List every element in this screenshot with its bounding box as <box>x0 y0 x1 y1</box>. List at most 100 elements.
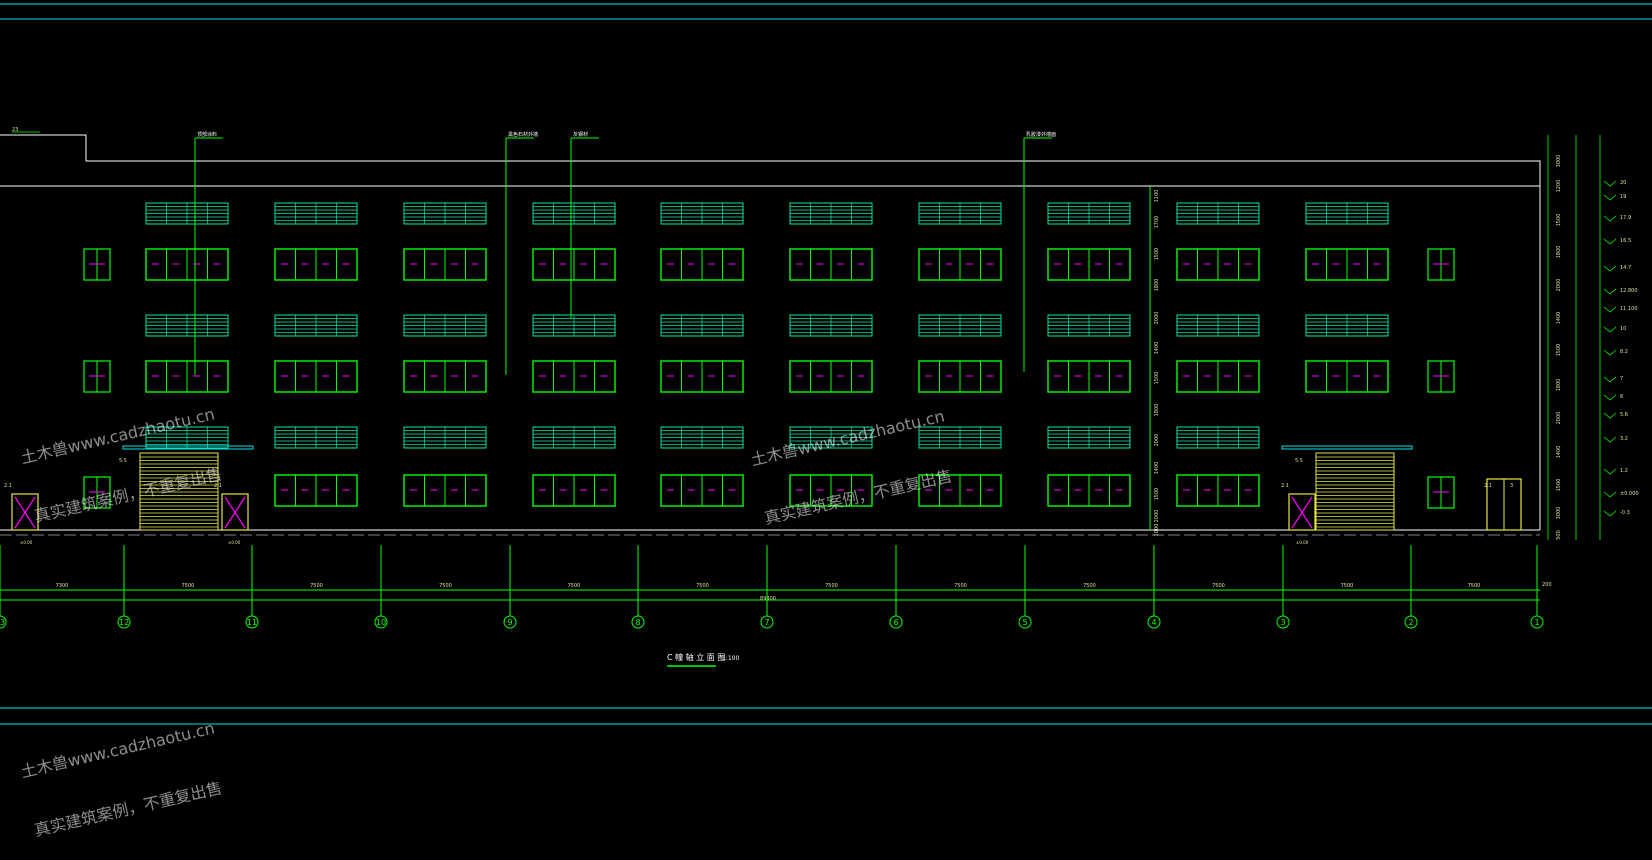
elevation-value: 16.5 <box>1620 238 1631 244</box>
door-frame <box>221 493 249 531</box>
axis-label: 9 <box>507 618 512 627</box>
vertical-dimension: 1500 <box>1556 479 1562 492</box>
side-dimension: 2000 <box>1154 510 1160 523</box>
side-window <box>83 248 111 281</box>
louver-panel <box>274 314 358 337</box>
door-swing <box>224 496 246 529</box>
side-dimension: 1100 <box>1154 190 1160 203</box>
vertical-dimension: 1400 <box>1556 312 1562 325</box>
axis-bubble <box>245 615 259 629</box>
window-unit <box>403 248 487 281</box>
axis-bubble <box>0 615 7 629</box>
louver-panel <box>1176 202 1260 225</box>
louver-panel <box>660 426 744 449</box>
vertical-dimension: 3000 <box>1556 507 1562 520</box>
axis-bubble <box>374 615 388 629</box>
axis-bubble <box>117 615 131 629</box>
vertical-dimension: 1800 <box>1556 379 1562 392</box>
window-unit <box>1176 360 1260 393</box>
axis-bubble <box>1530 615 1544 629</box>
vertical-dimension: 2000 <box>1556 412 1562 425</box>
axis-label: 11 <box>247 618 257 627</box>
axis-bubble <box>631 615 645 629</box>
axis-bubble <box>760 615 774 629</box>
elevation-value: 7 <box>1620 376 1623 382</box>
side-dimension: 1500 <box>1154 488 1160 501</box>
axis-bubble <box>889 615 903 629</box>
window-unit <box>1047 360 1131 393</box>
window-unit <box>274 248 358 281</box>
shutter-frame <box>139 452 219 531</box>
axis-label: 5 <box>1022 618 1027 627</box>
door-label: 2.1 <box>1484 483 1492 489</box>
ground-mark: ±0.00 <box>1296 540 1309 545</box>
elevation-mark <box>1603 265 1617 272</box>
ground-mark: ±0.00 <box>20 540 33 545</box>
elevation-value: 19 <box>1620 194 1626 200</box>
rolling-shutter <box>1315 452 1395 531</box>
axis-label: 1 <box>1534 618 1539 627</box>
window-unit <box>274 474 358 507</box>
elevation-value: 8.2 <box>1620 349 1628 355</box>
side-dimension: 1800 <box>1154 279 1160 292</box>
elevation-mark <box>1603 436 1617 443</box>
bay-dimension: 7500 <box>568 583 581 589</box>
rolling-shutter <box>139 452 219 531</box>
window-unit <box>660 360 744 393</box>
drawing-scale: 1:100 <box>722 655 739 662</box>
axis-bubble <box>1147 615 1161 629</box>
elevation-mark <box>1603 288 1617 295</box>
door-swing <box>14 496 36 529</box>
louver-panel <box>789 426 873 449</box>
axis-label: 6 <box>893 618 898 627</box>
building-outline <box>0 134 1541 531</box>
door-frame <box>11 493 39 531</box>
bay-dimension: 7500 <box>954 583 967 589</box>
louver-panel <box>145 426 229 449</box>
vertical-dimension: 2000 <box>1556 279 1562 292</box>
window-unit <box>660 248 744 281</box>
drawing-title: C 幢 轴 立 面 图 <box>667 652 725 662</box>
door-label: 2.1 <box>1281 483 1289 489</box>
louver-layer <box>145 202 1389 449</box>
side-dimension: 2000 <box>1154 434 1160 447</box>
callout-label: 乳胶漆外墙面 <box>1026 131 1056 138</box>
side-window <box>83 360 111 393</box>
elevation-value: 20 <box>1620 180 1626 186</box>
vertical-dimension: 1200 <box>1556 180 1562 193</box>
axis-label: 4 <box>1151 618 1156 627</box>
louver-panel <box>1305 202 1389 225</box>
door-swing <box>1291 496 1313 529</box>
louver-panel <box>145 314 229 337</box>
window-unit <box>789 360 873 393</box>
elevation-mark <box>1603 215 1617 222</box>
louver-panel <box>274 426 358 449</box>
axis-bubble <box>1404 615 1418 629</box>
entry-door <box>11 493 39 531</box>
louver-panel <box>918 426 1002 449</box>
louver-panel <box>532 202 616 225</box>
window-unit <box>660 474 744 507</box>
side-dimension: 1500 <box>1154 372 1160 385</box>
window-unit <box>1176 248 1260 281</box>
window-unit <box>274 360 358 393</box>
door-label: 2.1 <box>214 483 222 489</box>
elevation-value: 3.2 <box>1620 436 1628 442</box>
elevation-value: 17.9 <box>1620 215 1631 221</box>
callout-leaders: 顶部涂料黑色石材外墙灰钢材乳胶漆外墙面 <box>194 131 1056 375</box>
elevation-mark <box>1603 412 1617 419</box>
axis-bubble <box>1276 615 1290 629</box>
side-dimension: 1700 <box>1154 216 1160 229</box>
axis-label: 3 <box>1280 618 1285 627</box>
elevation-mark <box>1603 376 1617 383</box>
elevation-mark <box>1603 491 1617 498</box>
side-dimension: 2000 <box>1154 312 1160 325</box>
entry-door <box>1288 493 1316 531</box>
elevation-mark <box>1603 194 1617 201</box>
elevation-value: 5.6 <box>1620 412 1628 418</box>
callout-label: 顶部涂料 <box>197 131 217 138</box>
door-label: 3 <box>1510 483 1513 489</box>
elevation-mark <box>1603 468 1617 475</box>
end-dimension: 200 <box>1542 582 1552 588</box>
